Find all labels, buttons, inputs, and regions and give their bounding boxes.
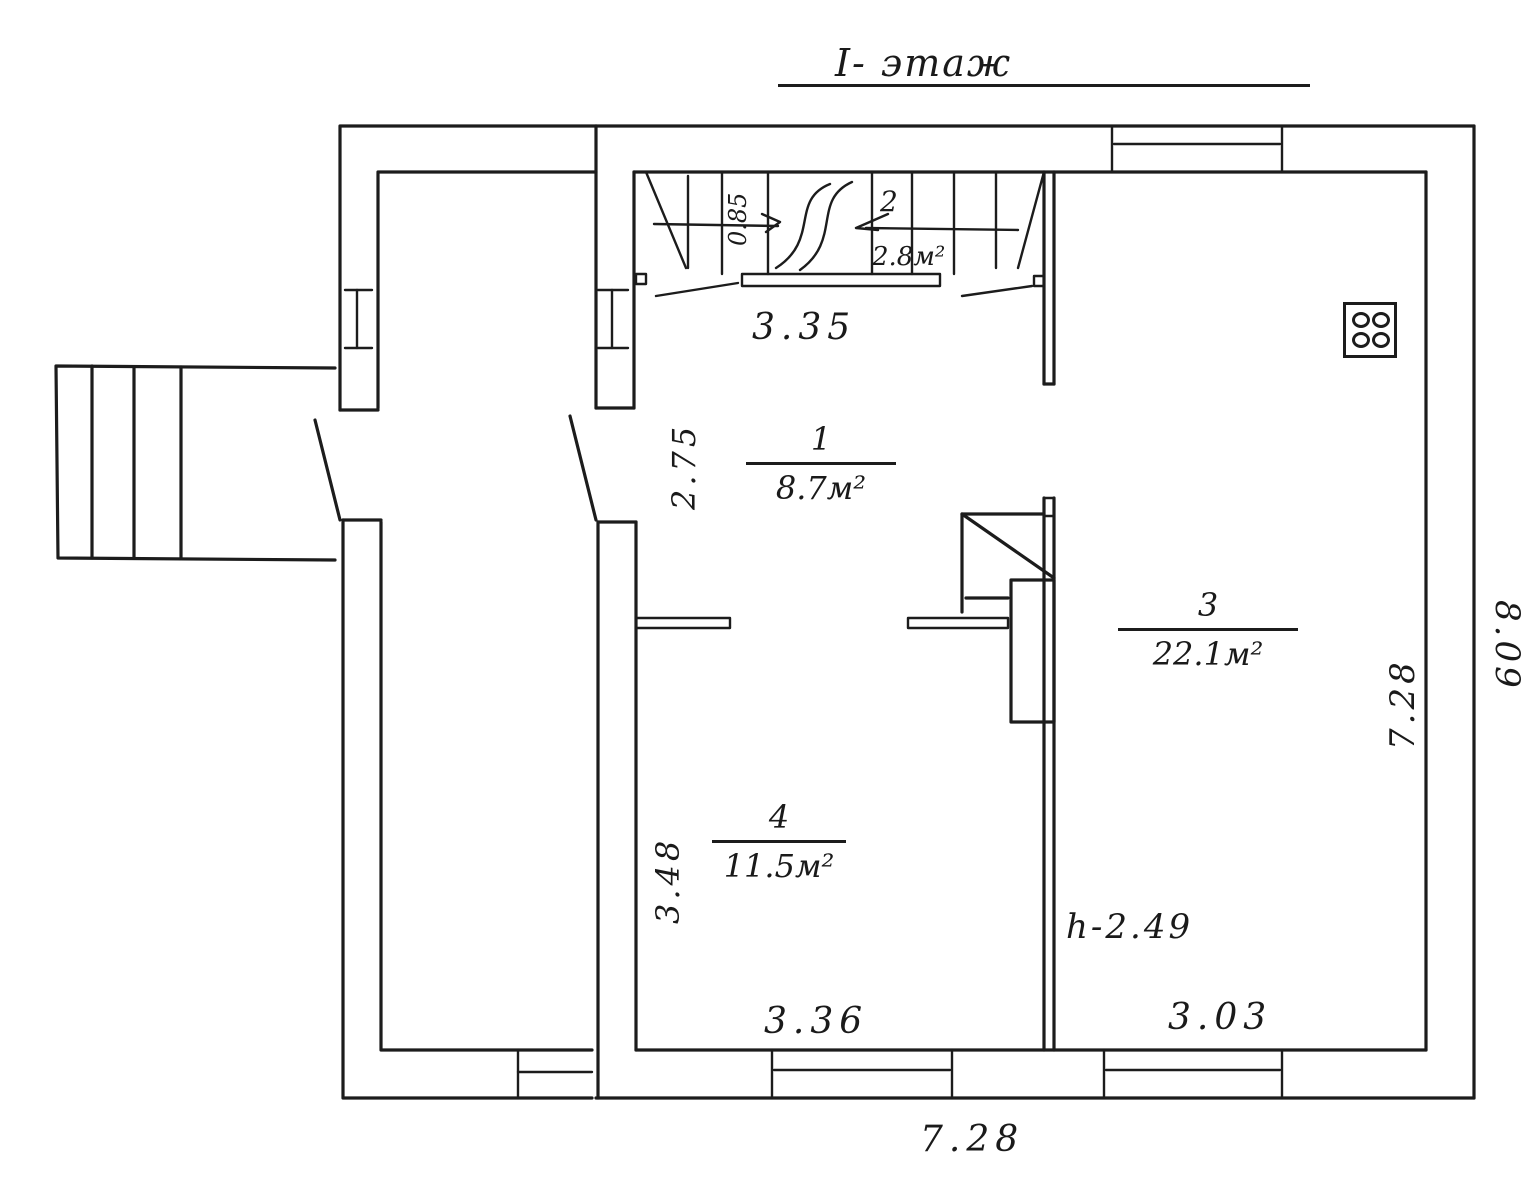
room-1-area: 8.7м² bbox=[746, 462, 896, 507]
dim-room3-depth: 7.28 bbox=[1383, 658, 1423, 750]
room-2-area: 2.8м² bbox=[872, 242, 946, 272]
dim-hall-width: 3.35 bbox=[752, 307, 857, 348]
dim-hall-depth: 2.75 bbox=[665, 422, 703, 510]
room-4-number: 4 bbox=[768, 798, 790, 836]
room-1-number: 1 bbox=[810, 420, 832, 458]
stairs-icon bbox=[634, 170, 1046, 298]
ceiling-height: h-2.49 bbox=[1066, 907, 1194, 947]
main-house-walls bbox=[568, 124, 1476, 1100]
burner-icon bbox=[1352, 312, 1370, 328]
room-3-number: 3 bbox=[1197, 586, 1219, 624]
dim-overall-width: 7.28 bbox=[920, 1119, 1025, 1160]
dim-room3-width: 3.03 bbox=[1168, 997, 1273, 1038]
dim-room4-width: 3.36 bbox=[764, 1001, 869, 1042]
dim-stair-width: 0.85 bbox=[724, 192, 752, 246]
room-3-label: 3 22.1м² bbox=[1118, 586, 1298, 673]
porch-steps-icon bbox=[54, 364, 337, 562]
dim-room4-depth: 3.48 bbox=[649, 836, 687, 924]
burner-icon bbox=[1372, 332, 1390, 348]
room-3-area: 22.1м² bbox=[1118, 628, 1298, 673]
burner-icon bbox=[1352, 332, 1370, 348]
partition-walls bbox=[634, 170, 1056, 1052]
room-4-label: 4 11.5м² bbox=[712, 798, 846, 885]
room-2-number: 2 bbox=[880, 185, 898, 218]
floor-title: I- этаж bbox=[835, 41, 1013, 85]
dim-overall-depth: 8.09 bbox=[1487, 600, 1527, 692]
veranda-walls bbox=[313, 124, 598, 1100]
burner-icon bbox=[1372, 312, 1390, 328]
room-1-label: 1 8.7м² bbox=[746, 420, 896, 507]
room-4-area: 11.5м² bbox=[712, 840, 846, 885]
stove-icon bbox=[1343, 302, 1397, 358]
title-underline bbox=[778, 84, 1310, 87]
